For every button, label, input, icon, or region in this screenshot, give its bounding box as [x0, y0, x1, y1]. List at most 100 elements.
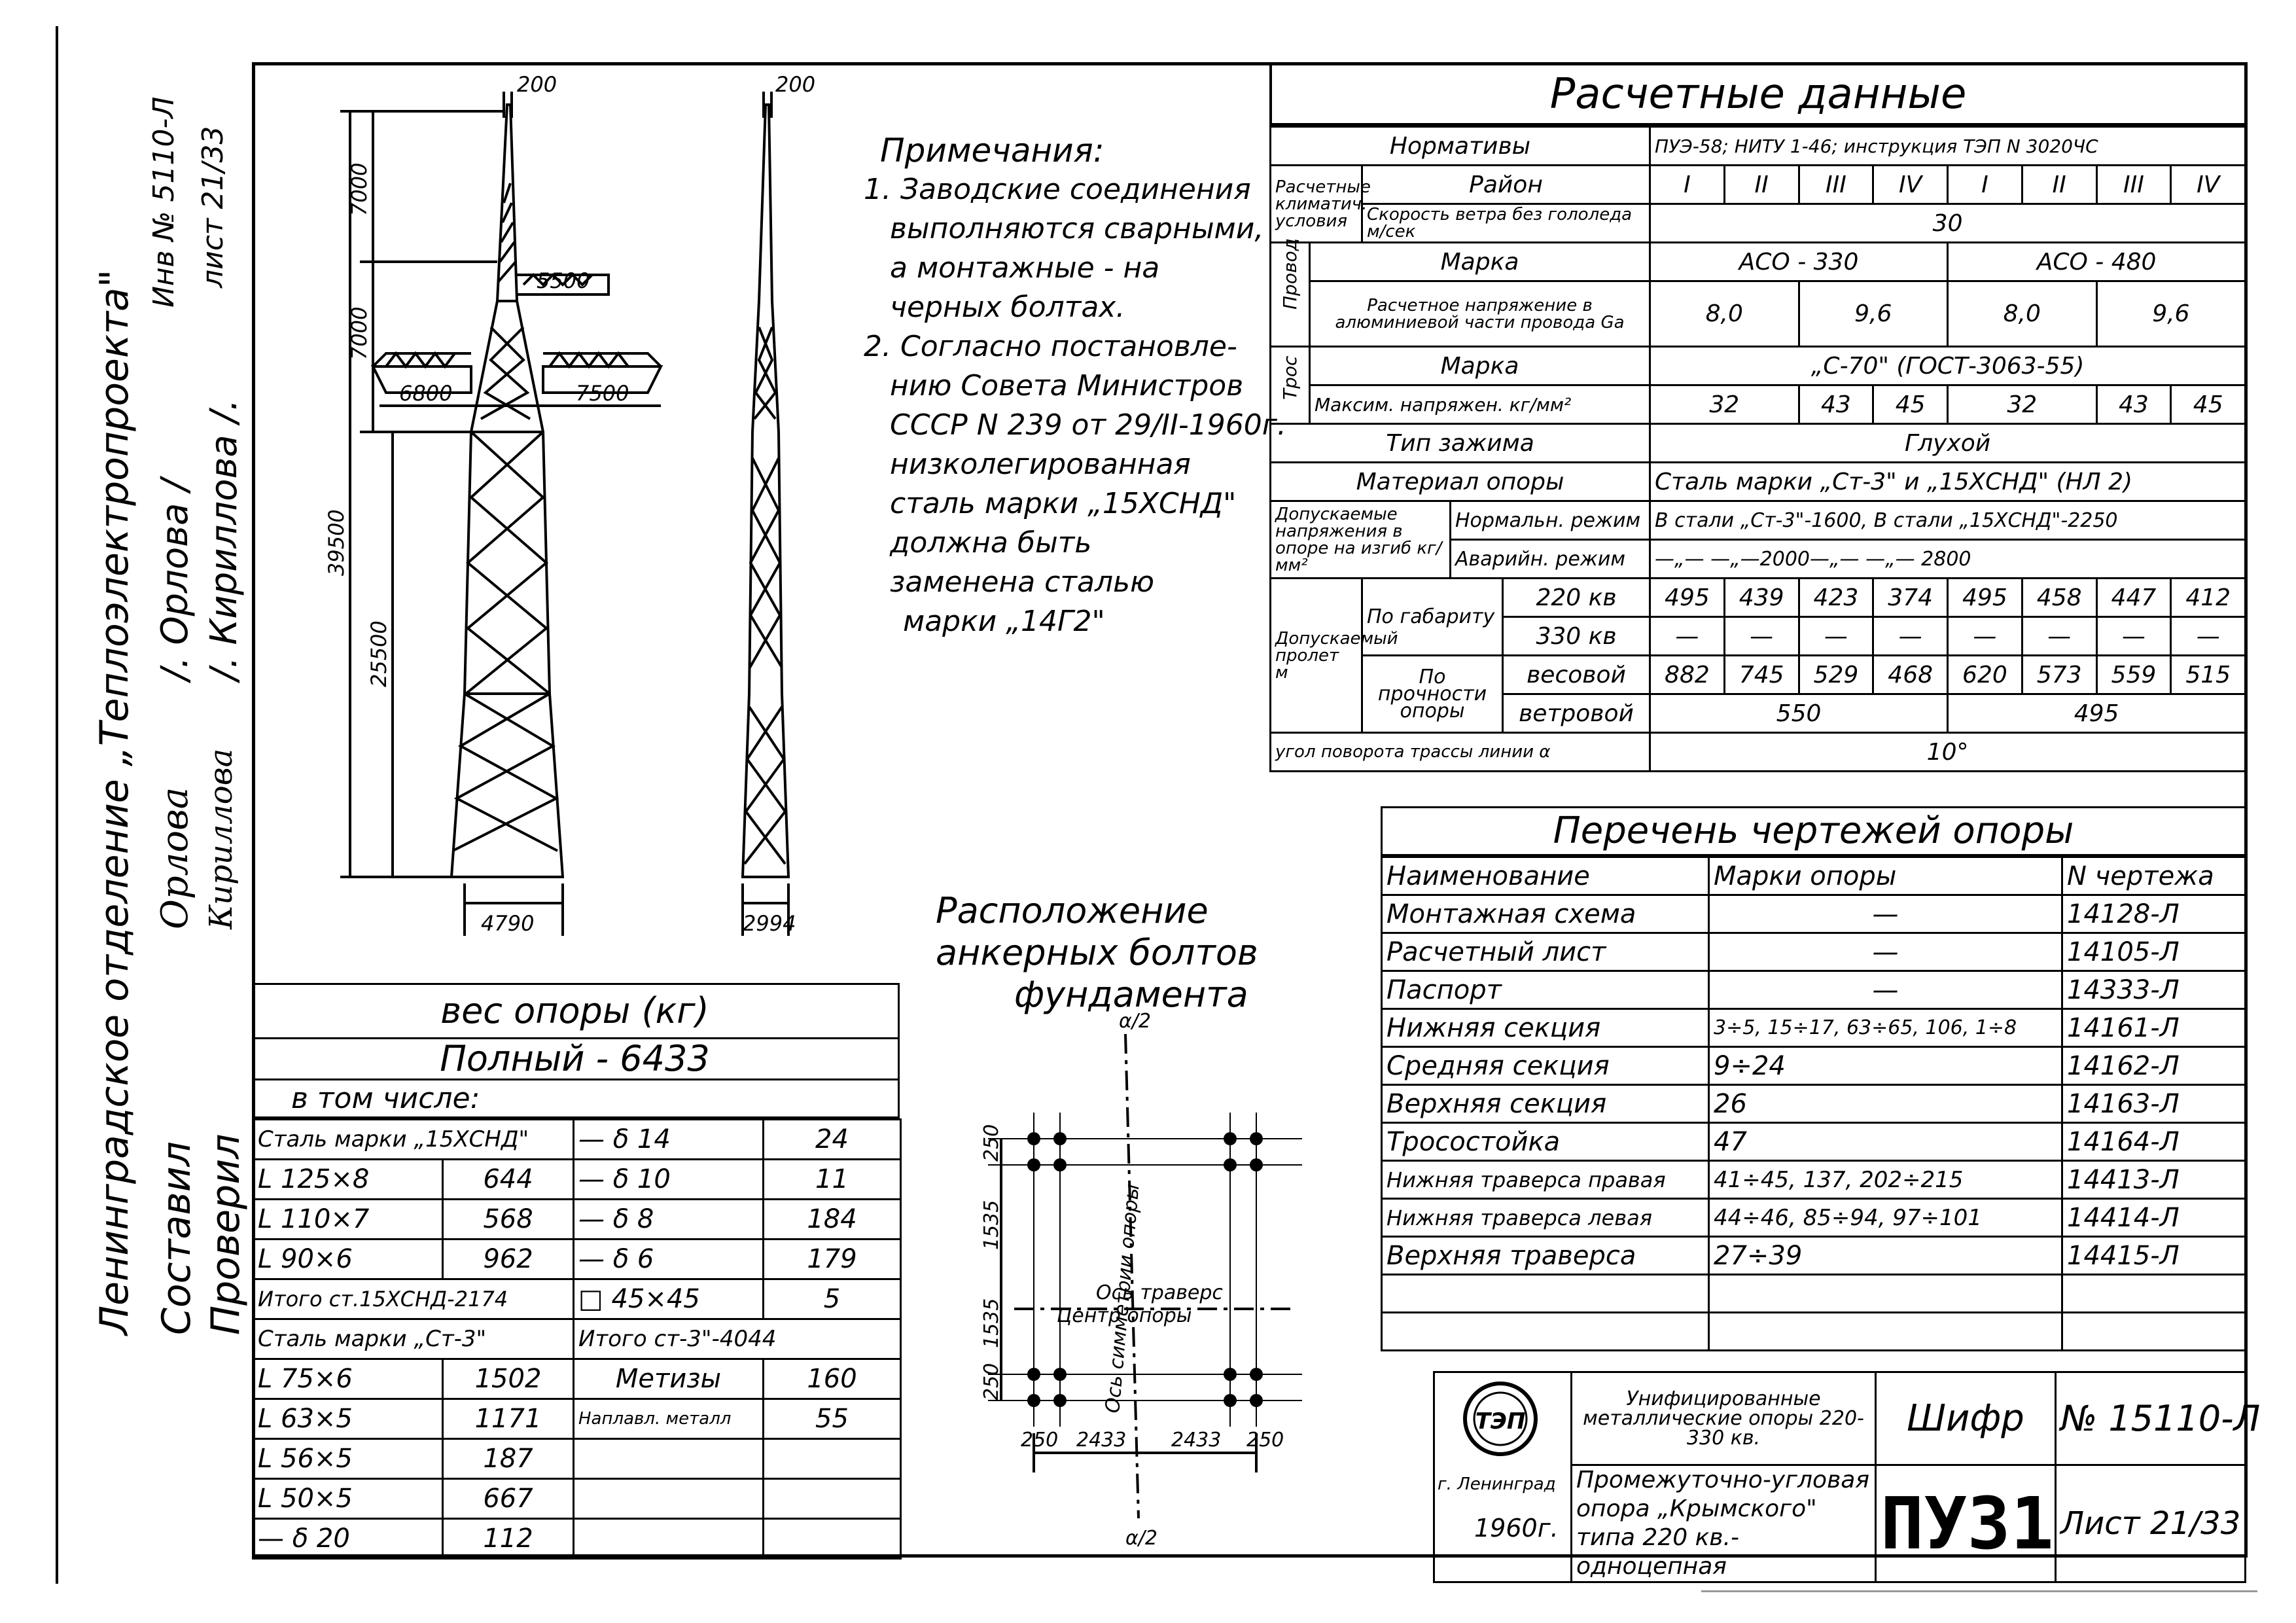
list-row: Расчетный лист—14105-Л [1381, 932, 2246, 972]
by-strength-label: По прочности опоры [1361, 654, 1504, 734]
stamp-year: 1960г. [1474, 1514, 1559, 1543]
anchor-layout: α/2 α/2 Ось симметрии опоры Ось траверс … [980, 1010, 1302, 1550]
notes-title: Примечания: [880, 132, 1104, 169]
weight-row-val: 1171 [442, 1398, 574, 1440]
region: I [1649, 164, 1725, 205]
region-label: Район [1360, 164, 1651, 205]
weight-row-val: 644 [442, 1158, 574, 1200]
region: II [2021, 164, 2098, 205]
note-line: заменена сталью [890, 565, 1155, 599]
emerg-value: —„— —„—2000—„— —„— 2800 [1649, 539, 2247, 579]
note-line: а монтажные - на [890, 251, 1160, 285]
kv330-value: — [2021, 616, 2098, 656]
alpha-top: α/2 [1119, 1010, 1151, 1033]
list-row-empty [1381, 1311, 2246, 1351]
calc-title: Расчетные данные [1269, 65, 2244, 126]
center-label: Центр опоры [1057, 1304, 1192, 1327]
dim-top-width: 200 [517, 72, 557, 97]
material-value: Сталь марки „Ст-3" и „15ХСНД" (НЛ 2) [1649, 461, 2247, 502]
weight-span-value: 559 [2095, 654, 2172, 695]
metiz-label: Метизы [573, 1358, 764, 1400]
weight-row-name: L 90×6 [252, 1238, 444, 1280]
dim-base-side: 2994 [743, 911, 796, 936]
dim-h: 2433 [1171, 1429, 1221, 1452]
weight-span-value: 515 [2170, 654, 2247, 695]
rope-stress: 32 [1947, 384, 2098, 425]
stamp-desc-1: Унифицированные металлические опоры 220-… [1570, 1371, 1877, 1466]
total-2: Итого ст-3"-4044 [573, 1318, 902, 1360]
stamp-number: № 15110-Л [2055, 1371, 2260, 1466]
weight-row-val: 187 [442, 1438, 574, 1480]
normal-value: В стали „Ст-3"-1600, В стали „15ХСНД"-22… [1649, 500, 2247, 541]
kv330-label: 330 кв [1501, 616, 1651, 656]
kv330-value: — [1947, 616, 2023, 656]
weight-span-value: 573 [2021, 654, 2098, 695]
dim-v: 250 [980, 1363, 1003, 1400]
dim-h: 2433 [1076, 1429, 1126, 1452]
weight-right-val: 24 [762, 1118, 902, 1160]
stamp-city: г. Ленинград [1438, 1474, 1556, 1494]
list-row: Паспорт—14333-Л [1381, 970, 2246, 1010]
weight-row-name: — δ 20 [252, 1518, 444, 1560]
kv220-value: 495 [1947, 577, 2023, 618]
margin-signature-1: Орлова [154, 787, 196, 929]
bottom-line [1701, 1590, 2257, 1592]
stamp-cipher: ПУ31 [1875, 1464, 2057, 1583]
wind-span-1: 550 [1649, 693, 1949, 734]
note-line: должна быть [890, 526, 1092, 560]
dim-v: 1535 [980, 1200, 1003, 1250]
span-label: Допускаемый пролет м [1269, 577, 1398, 734]
wind-label: Скорость ветра без гололеда м/сек [1360, 203, 1651, 243]
drawing-frame [252, 62, 2248, 1558]
norm-value: ПУЭ-58; НИТУ 1-46; инструкция ТЭП N 3020… [1649, 126, 2247, 166]
kv220-value: 412 [2170, 577, 2247, 618]
dim-base-front: 4790 [481, 911, 534, 936]
wind-span-2: 495 [1947, 693, 2247, 734]
weight-right-name: — δ 8 [573, 1198, 764, 1240]
kv330-value: — [1797, 616, 1875, 656]
kv220-value: 447 [2095, 577, 2172, 618]
stress-value: 9,6 [2095, 280, 2247, 348]
weld-label: Наплавл. металл [573, 1398, 764, 1440]
region: IV [2170, 164, 2247, 205]
dim-arm-right: 7500 [576, 381, 629, 406]
wire-mark-2: АСО - 480 [1947, 241, 2247, 282]
dim-h: 250 [1021, 1429, 1058, 1452]
anchor-title-1: Расположение [936, 890, 1209, 931]
stamp-desc-2: Промежуточно-угловая опора „Крымского" т… [1570, 1464, 1877, 1583]
rope-stress-label: Максим. напряжен. кг/мм² [1308, 384, 1651, 425]
weight-right-name: — δ 10 [573, 1158, 764, 1200]
weight-row-val: 568 [442, 1198, 574, 1240]
weight-row-name: L 75×6 [252, 1358, 444, 1400]
rope-label-text: Трос [1279, 355, 1301, 400]
list-row-empty [1381, 1274, 2246, 1313]
anchor-title-2: анкерных болтов [936, 932, 1258, 973]
weight-title: вес опоры (кг) [252, 983, 900, 1039]
note-line: низколегированная [890, 448, 1191, 481]
rope-mark-label: Марка [1308, 346, 1651, 386]
weight-row-val: 1502 [442, 1358, 574, 1400]
kv330-value: — [2170, 616, 2247, 656]
stamp-table: ТЭП г. Ленинград 1960г. Унифицированные … [1433, 1371, 2260, 1583]
margin-name-1: /. Орлова / [154, 478, 196, 681]
weight-right-val: 184 [762, 1198, 902, 1240]
dim-arm-upper: 5500 [537, 268, 590, 293]
steel-2-label: Сталь марки „Ст-3" [252, 1318, 574, 1360]
weight-right-val: 11 [762, 1158, 902, 1200]
margin-name-2: /. Кириллова /. [203, 399, 245, 681]
weight-row-val: 112 [442, 1518, 574, 1560]
note-line: черных болтах. [890, 291, 1125, 324]
list-header-marks: Марки опоры [1708, 856, 2063, 896]
stress-value: 9,6 [1797, 280, 1949, 348]
rope-stress: 32 [1649, 384, 1800, 425]
note-line: марки „14Г2" [903, 605, 1105, 638]
dim-h1: 7000 [347, 163, 372, 216]
anchor-title-3: фундамента [1014, 974, 1248, 1015]
dim-arm-left: 6800 [399, 381, 452, 406]
